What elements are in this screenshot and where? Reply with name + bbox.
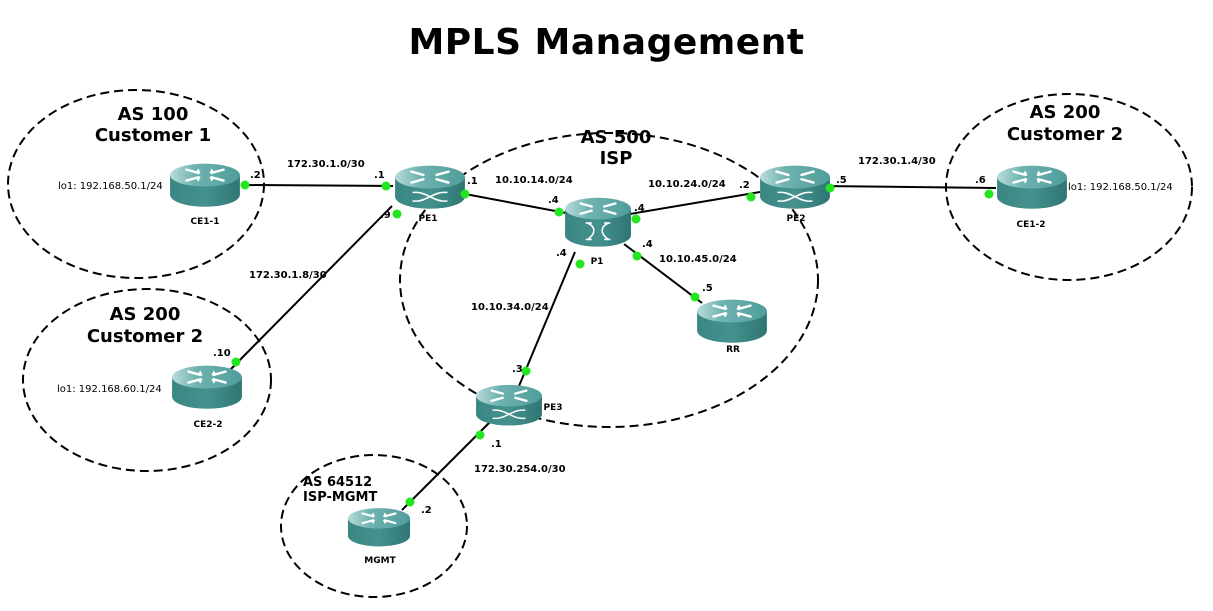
node-ce1-1[interactable]: CE1-1 lo1: 192.168.50.1/24 xyxy=(58,162,242,227)
subnet-label: 10.10.24.0/24 xyxy=(648,179,726,190)
node-rr[interactable]: RR xyxy=(695,298,769,355)
ip-label: .5 xyxy=(836,175,847,186)
router-icon xyxy=(695,298,769,344)
label-switch-router-icon xyxy=(474,383,544,427)
interface-dot[interactable] xyxy=(631,214,641,224)
zone-label-as: AS 500 xyxy=(581,127,652,148)
subnet-label: 10.10.14.0/24 xyxy=(495,175,573,186)
node-pe3[interactable]: PE3 xyxy=(474,383,563,427)
ip-label: .10 xyxy=(213,348,231,359)
subnet-labels: 172.30.1.0/30 172.30.1.8/30 10.10.14.0/2… xyxy=(249,156,936,475)
loopback-label: lo1: 192.168.60.1/24 xyxy=(57,384,162,395)
ip-label: .4 xyxy=(556,248,567,259)
interface-ip-labels: .2 .1 .9 .10 .1 .4 .4 .2 .5 .6 .4 .5 .4 … xyxy=(213,170,986,516)
interface-dot[interactable] xyxy=(381,181,391,191)
atm-switch-router-icon xyxy=(563,196,633,248)
link-ce1-1-pe1[interactable] xyxy=(244,184,394,187)
node-label: PE2 xyxy=(786,214,805,224)
router-icon xyxy=(170,364,244,410)
node-label: CE1-1 xyxy=(190,217,219,227)
ip-label: .1 xyxy=(374,170,385,181)
label-switch-router-icon xyxy=(758,164,832,210)
links xyxy=(229,184,997,511)
subnet-label: 172.30.1.0/30 xyxy=(287,159,365,170)
node-ce2-2[interactable]: CE2-2 lo1: 192.168.60.1/24 xyxy=(57,364,244,430)
ip-label: .5 xyxy=(702,283,713,294)
node-pe2[interactable]: PE2 xyxy=(758,164,832,224)
zone-label-as: AS 200 xyxy=(110,304,181,325)
loopback-label: lo1: 192.168.50.1/24 xyxy=(1068,182,1173,193)
zone-label-as: AS 64512 xyxy=(303,475,372,490)
interface-dot[interactable] xyxy=(240,180,250,190)
node-label: CE2-2 xyxy=(193,420,222,430)
subnet-label: 10.10.34.0/24 xyxy=(471,302,549,313)
interface-dot[interactable] xyxy=(746,192,756,202)
ip-label: .4 xyxy=(548,195,559,206)
link-p1-pe2[interactable] xyxy=(629,191,761,215)
interface-dot[interactable] xyxy=(554,207,564,217)
node-label: RR xyxy=(726,345,740,355)
interface-dot[interactable] xyxy=(825,183,835,193)
subnet-label: 172.30.254.0/30 xyxy=(474,464,566,475)
link-pe3-mgmt[interactable] xyxy=(401,421,491,511)
ip-label: .9 xyxy=(380,210,391,221)
node-label: P1 xyxy=(591,257,604,267)
link-pe2-ce1-2[interactable] xyxy=(819,185,997,189)
zone-label-name: ISP-MGMT xyxy=(303,490,377,505)
ip-label: .2 xyxy=(250,170,261,181)
interface-dot[interactable] xyxy=(690,292,700,302)
zone-label-name: ISP xyxy=(600,148,633,169)
ip-label: .2 xyxy=(421,505,432,516)
interface-dots xyxy=(231,180,994,507)
router-icon xyxy=(346,507,412,548)
interface-dot[interactable] xyxy=(405,497,415,507)
subnet-label: 172.30.1.8/30 xyxy=(249,270,327,281)
node-label: PE3 xyxy=(543,403,562,413)
ip-label: .4 xyxy=(634,203,645,214)
label-switch-router-icon xyxy=(393,164,467,210)
interface-dot[interactable] xyxy=(575,259,585,269)
ip-label: .6 xyxy=(975,175,986,186)
node-mgmt[interactable]: MGMT xyxy=(346,507,412,566)
zone-label-name: Customer 1 xyxy=(95,125,211,146)
interface-dot[interactable] xyxy=(460,189,470,199)
router-icon xyxy=(995,164,1069,210)
interface-dot[interactable] xyxy=(392,209,402,219)
router-icon xyxy=(168,162,242,208)
link-pe1-p1[interactable] xyxy=(464,193,567,214)
node-label: CE1-2 xyxy=(1016,220,1045,230)
zone-as500: AS 500 ISP xyxy=(399,127,819,428)
node-p1[interactable]: P1 xyxy=(563,196,633,267)
diagram-title: MPLS Management xyxy=(408,22,805,63)
ip-label: .2 xyxy=(739,180,750,191)
subnet-label: 172.30.1.4/30 xyxy=(858,156,936,167)
node-pe1[interactable]: PE1 xyxy=(393,164,467,224)
zone-as100: AS 100 Customer 1 xyxy=(7,89,265,279)
interface-dot[interactable] xyxy=(475,430,485,440)
node-label: PE1 xyxy=(418,214,437,224)
ip-label: .1 xyxy=(491,439,502,450)
zone-label-as: AS 100 xyxy=(118,104,189,125)
link-pe1-ce2-2[interactable] xyxy=(229,205,393,371)
zone-label-name: Customer 2 xyxy=(1007,124,1123,145)
interface-dot[interactable] xyxy=(521,366,531,376)
link-p1-pe3[interactable] xyxy=(518,251,576,387)
interface-dot[interactable] xyxy=(231,357,241,367)
interface-dot[interactable] xyxy=(632,251,642,261)
zone-label-as: AS 200 xyxy=(1030,102,1101,123)
ip-label: .1 xyxy=(467,176,478,187)
interface-dot[interactable] xyxy=(984,189,994,199)
ip-label: .4 xyxy=(642,239,653,250)
zone-as64512: AS 64512 ISP-MGMT xyxy=(280,454,468,598)
subnet-label: 10.10.45.0/24 xyxy=(659,254,737,265)
zone-as200-left: AS 200 Customer 2 xyxy=(22,288,272,472)
node-ce1-2[interactable]: CE1-2 lo1: 192.168.50.1/24 xyxy=(995,164,1173,230)
ip-label: .3 xyxy=(512,364,523,375)
node-label: MGMT xyxy=(364,556,396,566)
zone-label-name: Customer 2 xyxy=(87,326,203,347)
loopback-label: lo1: 192.168.50.1/24 xyxy=(58,181,163,192)
